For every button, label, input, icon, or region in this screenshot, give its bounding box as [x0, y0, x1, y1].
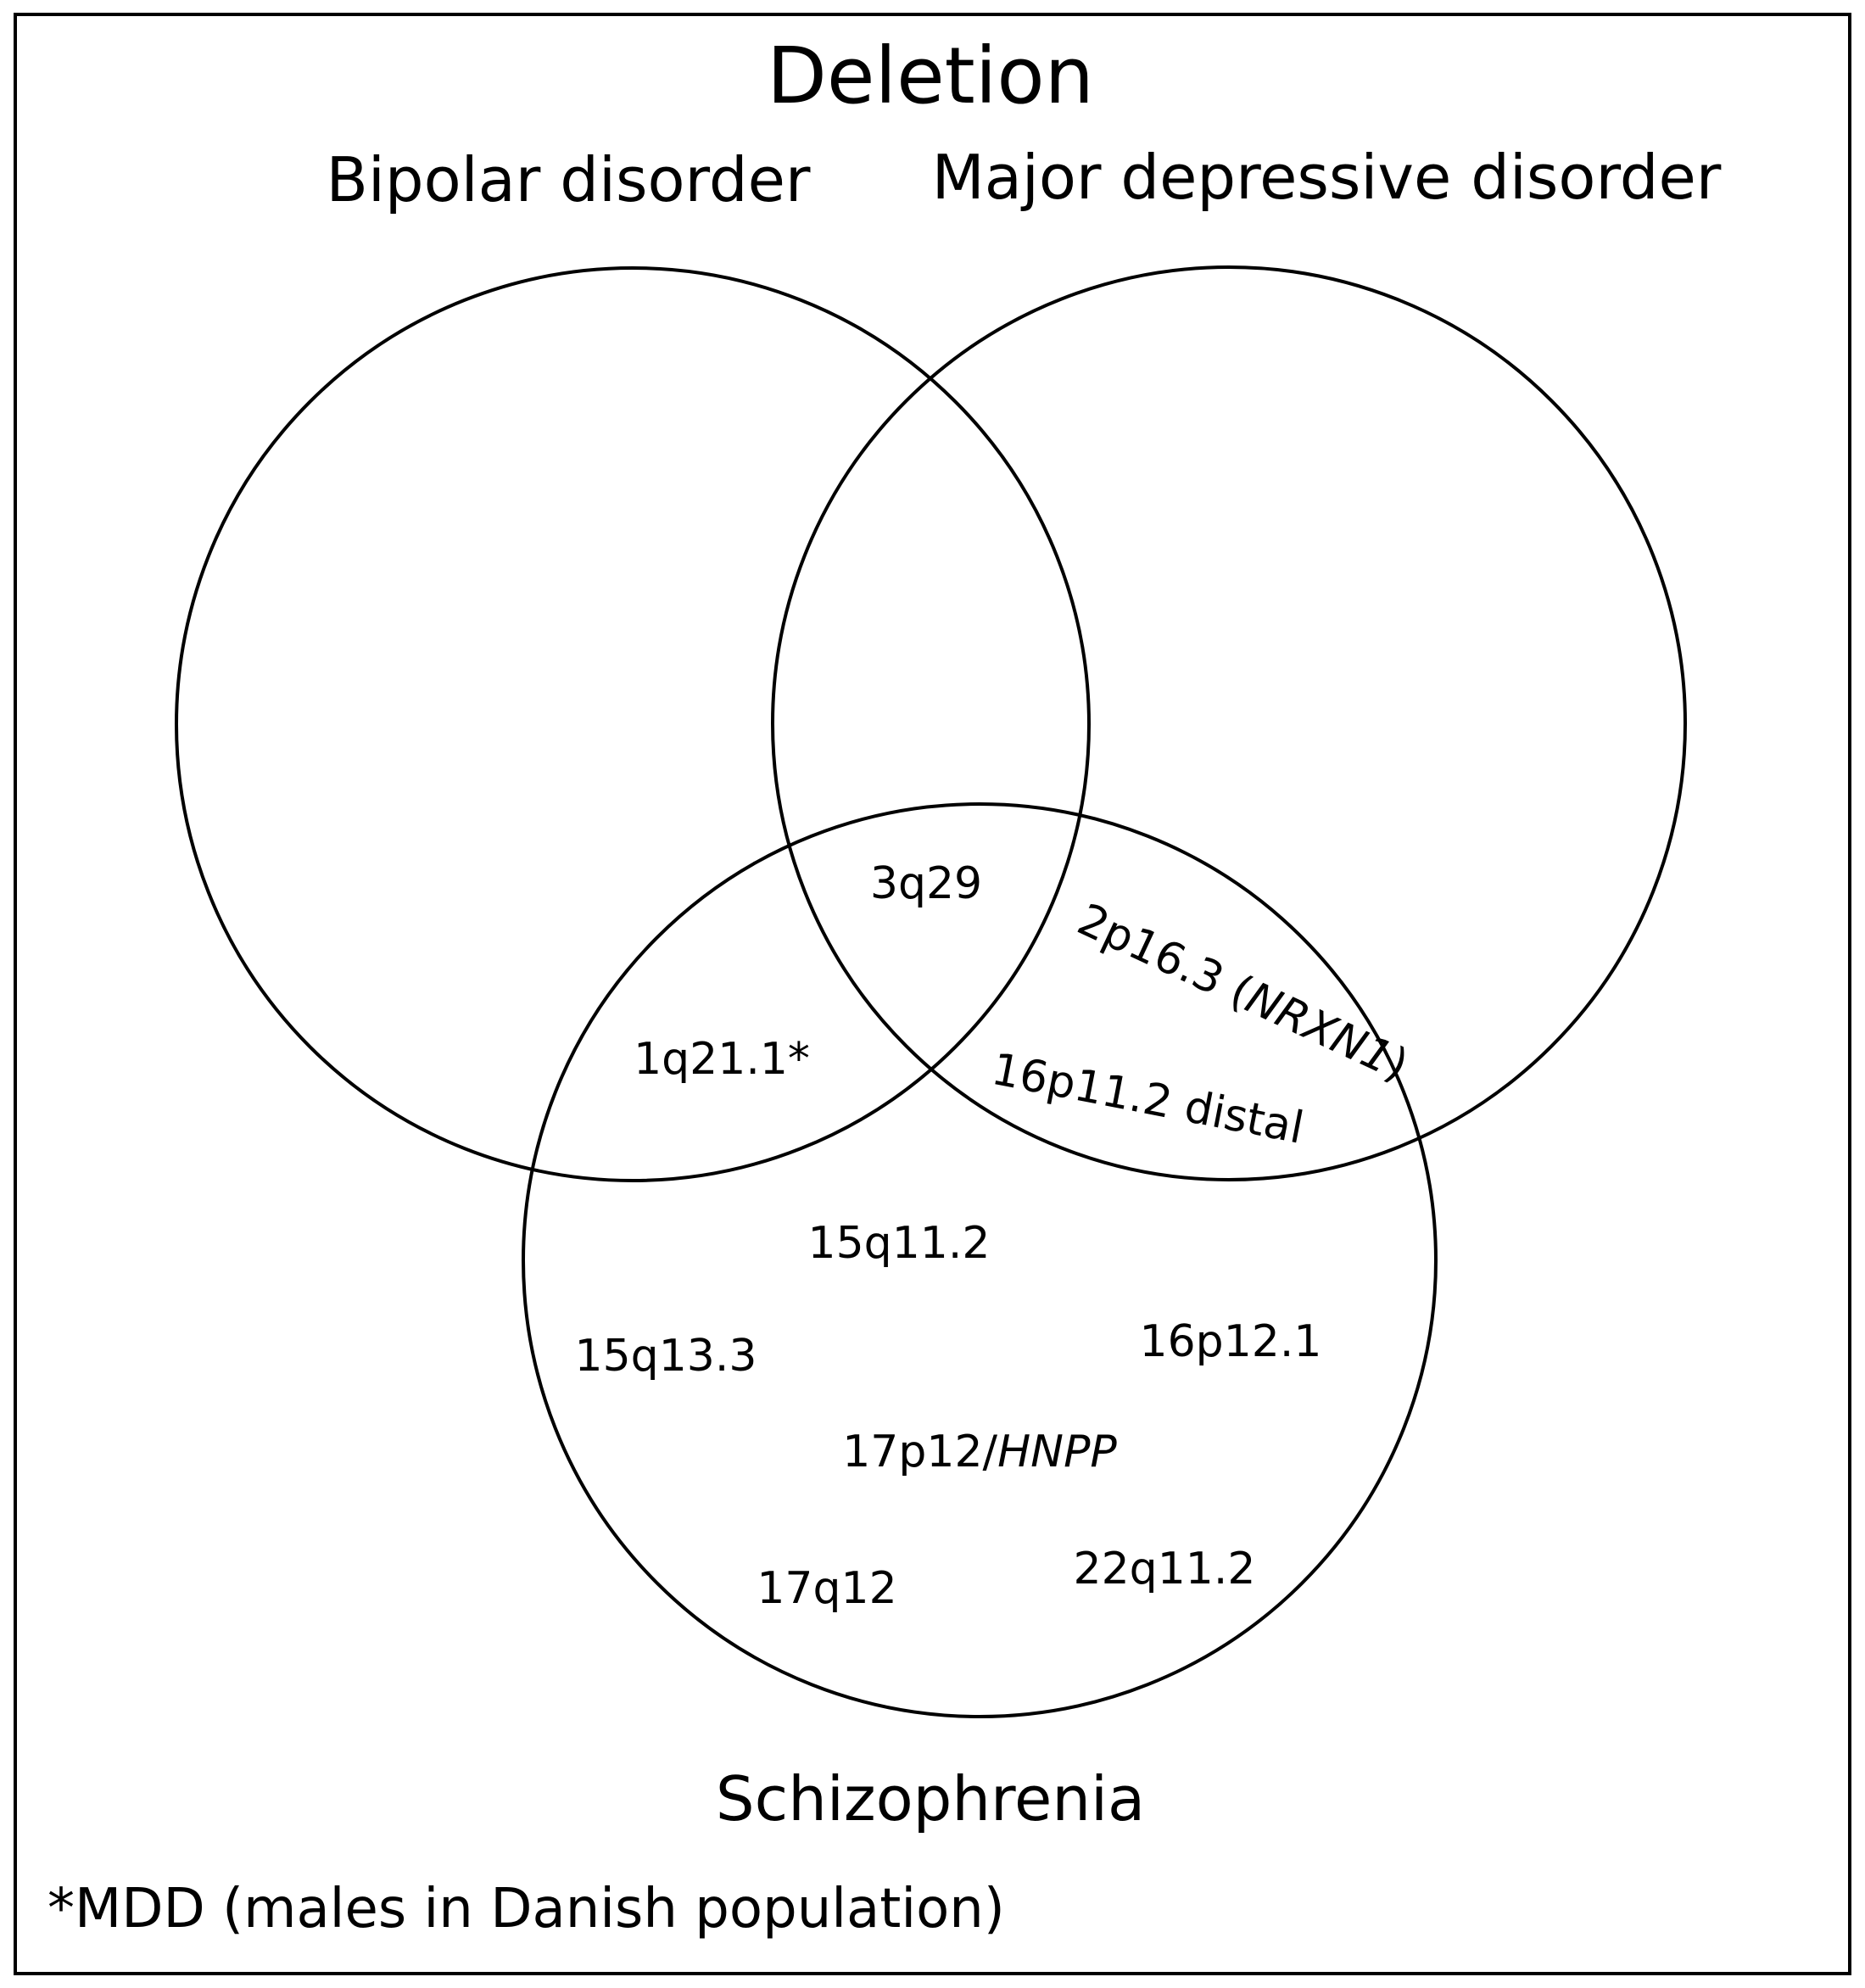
region-label-all-three: 3q29 — [870, 858, 982, 909]
circle-bipolar — [175, 266, 1091, 1182]
set-label-schizophrenia: Schizophrenia — [716, 1763, 1145, 1834]
set-label-mdd: Major depressive disorder — [932, 142, 1722, 213]
circle-mdd — [771, 265, 1687, 1181]
footnote: *MDD (males in Danish population) — [47, 1878, 1005, 1941]
outer-frame — [14, 13, 1851, 1975]
set-label-bipolar: Bipolar disorder — [327, 144, 811, 215]
label-2p16-3-prefix: 2p16.3 ( — [1070, 894, 1260, 1019]
label-nrxn1-gene: NRXN1 — [1238, 973, 1400, 1085]
label-17p12-prefix: 17p12/ — [842, 1427, 997, 1477]
label-hnpp-gene: HNPP — [997, 1427, 1117, 1477]
region-label-15q13-3: 15q13.3 — [575, 1331, 757, 1382]
diagram-title: Deletion — [767, 31, 1094, 121]
circle-schizophrenia — [522, 802, 1438, 1718]
region-label-bipolar-schizophrenia: 1q21.1* — [634, 1034, 810, 1085]
region-label-16p12-1: 16p12.1 — [1140, 1316, 1322, 1367]
region-label-17p12-hnpp: 17p12/HNPP — [842, 1427, 1117, 1477]
region-label-15q11-2: 15q11.2 — [808, 1218, 991, 1269]
region-label-17q12: 17q12 — [757, 1563, 896, 1614]
region-label-22q11-2: 22q11.2 — [1074, 1544, 1256, 1594]
region-label-2p16-3: 2p16.3 (NRXN1) — [1070, 894, 1416, 1092]
